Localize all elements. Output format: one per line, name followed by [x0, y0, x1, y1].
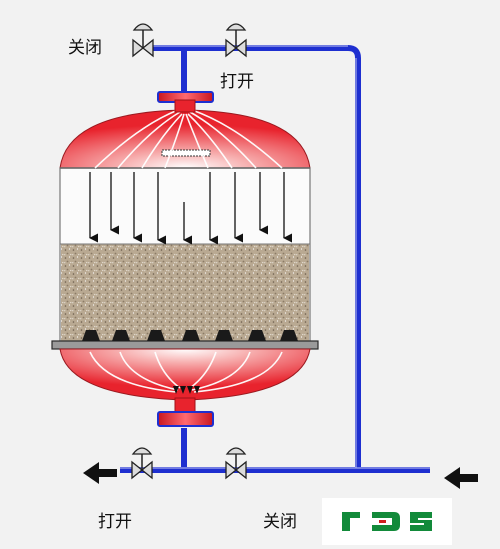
vessel-bottom-head — [59, 348, 311, 401]
company-logo — [322, 498, 452, 545]
arrow-left-icon — [83, 462, 117, 484]
logo-mark — [342, 512, 432, 531]
label-top-left-valve: 关闭 — [68, 38, 102, 58]
top-flow-lines — [94, 109, 283, 169]
top-flange — [157, 91, 214, 113]
collector-arrows — [173, 386, 200, 394]
valve-icon[interactable] — [225, 447, 247, 480]
label-bottom-right-valve: 关闭 — [263, 512, 297, 532]
label-bottom-left-valve: 打开 — [98, 512, 132, 532]
filter-media-bed — [61, 244, 309, 342]
top-distributor — [161, 149, 211, 157]
valve-icon[interactable] — [225, 23, 247, 58]
pipe-network — [120, 45, 430, 473]
valve-icon[interactable] — [131, 447, 153, 480]
label-top-inlet-valve: 打开 — [220, 72, 254, 92]
bottom-flow-lines — [89, 351, 283, 393]
support-plate — [51, 340, 319, 350]
downflow-arrows — [89, 172, 293, 245]
bottom-flange — [157, 397, 214, 427]
pipe-top-right-riser — [150, 45, 361, 468]
strainer-nozzles — [82, 330, 298, 341]
filter-vessel — [51, 109, 319, 401]
valve-icon[interactable] — [132, 23, 154, 58]
arrow-left-icon — [444, 467, 478, 489]
